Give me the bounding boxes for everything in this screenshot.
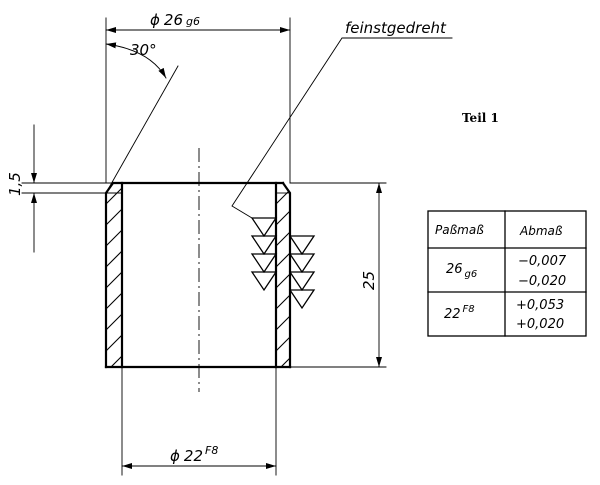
hatch-line [276, 294, 290, 310]
hatch-line [106, 377, 122, 393]
hatch-line [276, 189, 290, 205]
hatch-line [106, 229, 122, 247]
hatch-line [276, 210, 290, 226]
hatch-line [276, 252, 290, 268]
chamfer-angle-label: 30° [130, 41, 157, 59]
hatch-line [106, 187, 122, 205]
section-hatching [106, 183, 290, 393]
surface-note: feinstgedreht [345, 19, 447, 37]
hatch-line [106, 271, 122, 289]
hatch-line [106, 208, 122, 226]
hatch-line [106, 292, 122, 310]
chamfer-angle-dimension [105, 42, 179, 194]
table-row-1-lower: −0,020 [518, 274, 566, 289]
hatch-line [276, 315, 290, 331]
table-row-1-upper: −0,007 [518, 254, 567, 269]
chamfer-length-label: 1,5 [6, 172, 24, 196]
hatch-line [276, 231, 290, 247]
length-label: 25 [360, 271, 378, 290]
part-label: Teil 1 [462, 111, 499, 125]
hatch-line [276, 336, 290, 352]
hatch-line [106, 250, 122, 268]
hatch-line [276, 379, 290, 393]
hatch-line [106, 334, 122, 352]
surface-finish-symbol [250, 217, 316, 310]
table-row-2-upper: +0,053 [516, 298, 564, 313]
table-row-2-lower: +0,020 [516, 317, 564, 332]
hatch-line [276, 183, 290, 184]
hatch-line [106, 313, 122, 331]
table-header-deviation: Abmaß [519, 224, 563, 238]
bushing-section [104, 181, 292, 369]
length-dimension [289, 182, 387, 368]
hatch-line [106, 355, 122, 367]
table-header-fit: Paßmaß [435, 223, 484, 237]
hatch-line [276, 273, 290, 289]
tolerance-table [427, 210, 587, 337]
hatch-line [276, 357, 290, 367]
chamfer-length-dimension [21, 124, 114, 253]
inner-diameter-dimension [121, 366, 277, 476]
surface-note-leader [231, 37, 453, 219]
